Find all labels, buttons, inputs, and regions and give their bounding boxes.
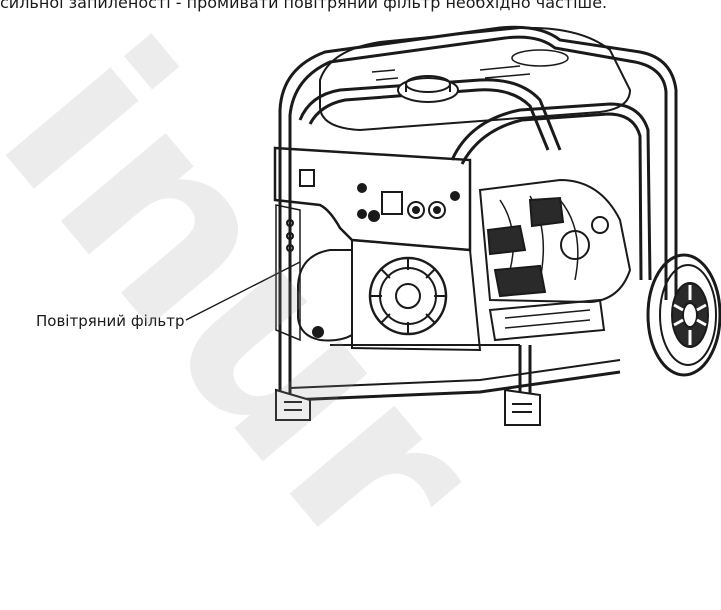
feet xyxy=(275,388,541,426)
air-filter-callout-label: Повітряний фільтр xyxy=(36,312,185,330)
air-filter xyxy=(297,249,353,342)
control-panel xyxy=(273,146,472,252)
frame xyxy=(278,25,678,415)
wheel xyxy=(646,253,721,377)
generator-illustration xyxy=(185,25,721,426)
side-panel xyxy=(275,204,301,342)
fuel-tank xyxy=(319,26,632,132)
callout-leader-line xyxy=(185,261,301,321)
engine xyxy=(351,238,482,352)
instruction-text: сильної запиленості - промивати повітрян… xyxy=(0,0,608,12)
alternator xyxy=(478,178,632,342)
